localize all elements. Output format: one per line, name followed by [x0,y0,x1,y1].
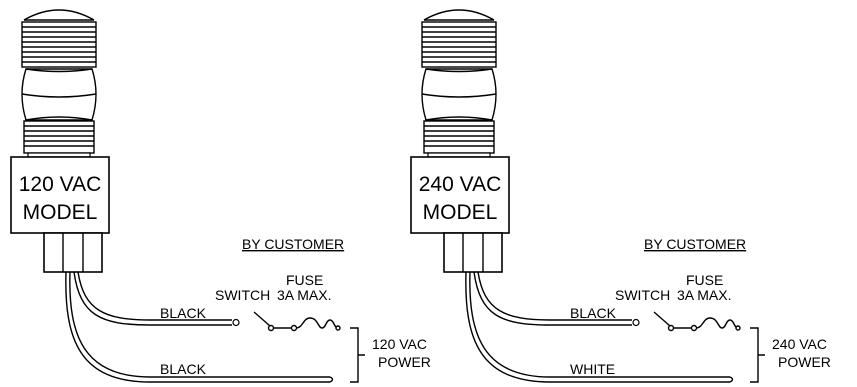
fuse-rating-label: 3A MAX. [277,287,331,303]
wire-lead-2 [465,271,734,383]
lower-ribs [23,120,95,158]
unit-240vac: 240 VAC MODEL BLACK WHITE BY [410,9,831,383]
model-sublabel: MODEL [23,201,98,224]
lens-globe [421,68,497,121]
power-bracket [750,327,765,383]
switch-symbol [253,311,298,332]
upper-ribs [21,21,97,68]
fuse-symbol [295,317,341,331]
plug [443,232,503,273]
upper-ribs [421,21,497,68]
power-sublabel: POWER [778,354,831,370]
wire-label: WHITE [570,361,615,377]
wire-label: BLACK [160,305,207,321]
model-sublabel: MODEL [423,201,498,224]
lower-ribs [423,120,495,158]
unit-120vac: 120 VAC MODEL BLACK BLACK [10,9,431,383]
power-label: 120 VAC [372,336,427,352]
model-label: 240 VAC [419,173,502,196]
wire-label: BLACK [570,305,617,321]
fuse-symbol [695,317,741,331]
wire-lead-2 [65,271,334,383]
wire-lead-1 [73,271,240,327]
plug [43,232,103,273]
wire-label: BLACK [160,361,207,377]
switch-label: SWITCH [215,287,270,303]
power-sublabel: POWER [378,354,431,370]
fuse-rating-label: 3A MAX. [677,287,731,303]
lens-dome [423,9,495,21]
power-label: 240 VAC [772,336,827,352]
fuse-label: FUSE [286,272,323,288]
model-label: 120 VAC [19,173,102,196]
lens-dome [23,9,95,21]
lens-globe [21,68,97,121]
switch-symbol [653,311,698,332]
by-customer-label: BY CUSTOMER [242,236,344,252]
fuse-label: FUSE [686,272,723,288]
switch-label: SWITCH [615,287,670,303]
power-bracket [350,327,365,383]
wire-lead-1 [473,271,640,327]
by-customer-label: BY CUSTOMER [644,236,746,252]
